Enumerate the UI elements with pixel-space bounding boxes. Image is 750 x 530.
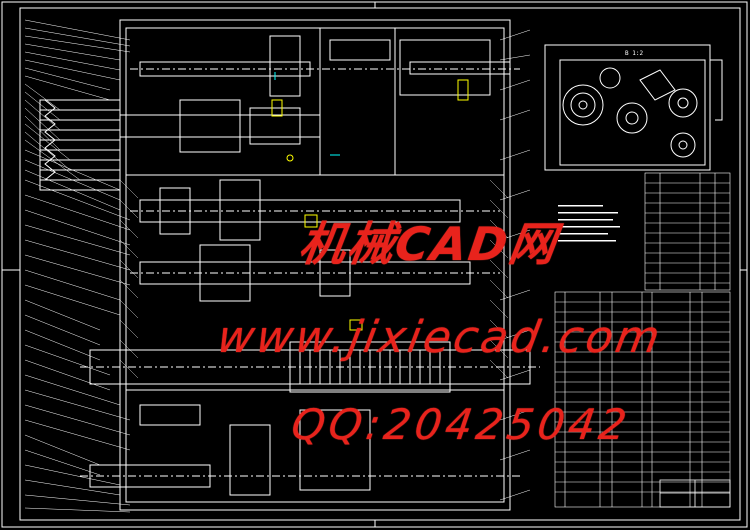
detail-view-inset <box>544 44 723 171</box>
top-shafts <box>130 35 520 97</box>
gearbox-housing <box>119 19 511 511</box>
pulley-assembly <box>39 99 321 191</box>
technical-notes <box>558 205 620 242</box>
watermark-title: 机械CAD网 <box>295 217 561 271</box>
lead-screw <box>80 341 540 393</box>
highlighted-parts <box>271 79 469 331</box>
left-leader-lines <box>24 19 131 513</box>
main-shafts <box>130 179 500 302</box>
right-leader-lines <box>499 29 531 501</box>
bottom-assembly <box>80 404 520 496</box>
title-block <box>659 479 731 508</box>
housing-hatching <box>119 179 509 379</box>
parts-list-table <box>644 172 731 291</box>
watermark-url: www.jixiecad.com <box>213 312 667 363</box>
parts-list-lower <box>554 291 731 508</box>
inset-scale-label: B 1:2 <box>625 50 643 57</box>
cyan-parts <box>274 72 340 156</box>
watermark-qq: QQ:20425042 <box>288 400 634 449</box>
